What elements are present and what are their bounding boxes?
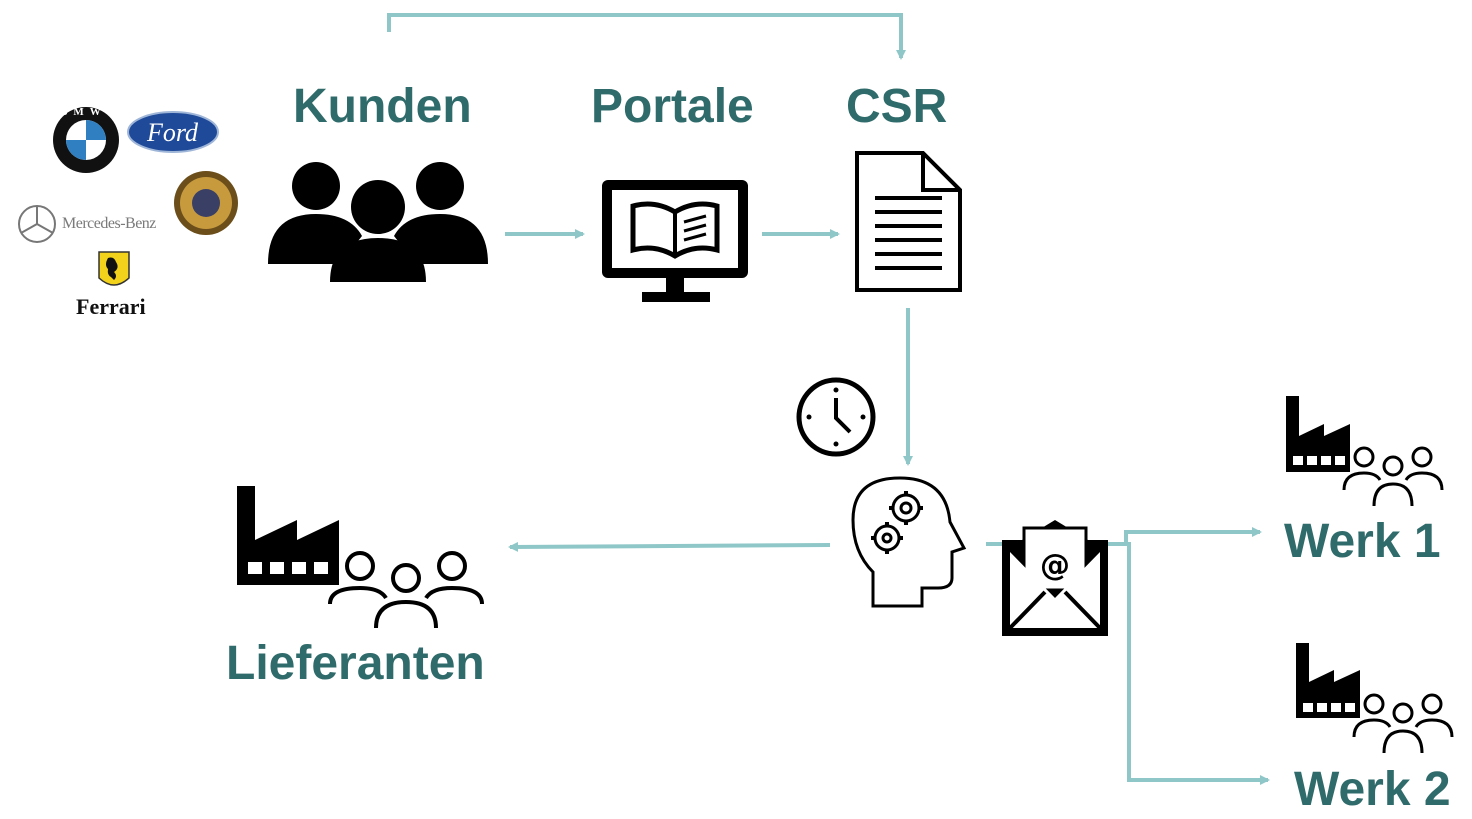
head-gears-icon (851, 476, 967, 608)
ferrari-logo (98, 251, 130, 286)
people-group-icon (268, 162, 488, 282)
arrow-to-werk1 (1124, 527, 1262, 544)
arrow-head-to-lieferanten (508, 541, 831, 552)
mercedes-logo (18, 205, 56, 243)
svg-text:@: @ (1040, 548, 1070, 583)
label-werk1: Werk 1 (1284, 515, 1441, 568)
mercedes-logo-text: Mercedes-Benz (62, 215, 156, 232)
ford-logo-text: Ford (147, 118, 199, 147)
document-icon (855, 151, 962, 292)
label-kunden: Kunden (293, 80, 472, 133)
bmw-logo-text: BMW (60, 106, 107, 118)
clock-icon (796, 377, 876, 457)
factory-people-icon-werk1 (1286, 396, 1444, 507)
ferrari-logo-text: Ferrari (76, 294, 146, 319)
label-lieferanten: Lieferanten (226, 637, 485, 690)
chrysler-logo (174, 171, 238, 235)
bmw-logo (53, 107, 119, 173)
label-csr: CSR (846, 80, 948, 133)
email-envelope-icon: @ (1002, 520, 1108, 636)
label-werk2: Werk 2 (1294, 763, 1451, 816)
factory-people-icon-lieferanten (237, 486, 484, 629)
monitor-book-icon (602, 180, 748, 302)
ford-logo (127, 111, 219, 153)
factory-people-icon-werk2 (1296, 643, 1454, 754)
label-portale: Portale (591, 80, 754, 133)
arrow-kunden-to-csr (387, 13, 906, 60)
